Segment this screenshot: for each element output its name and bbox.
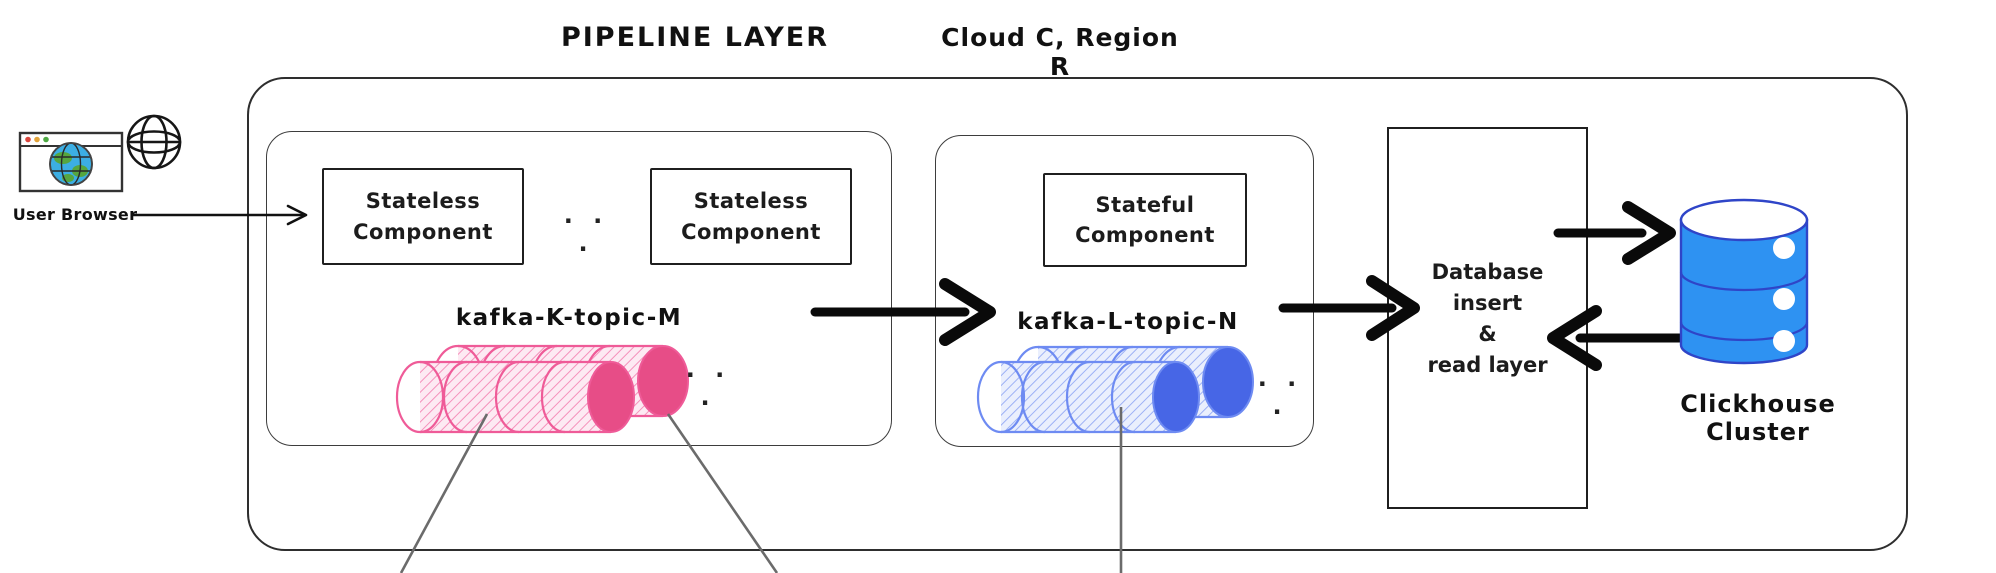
- pipeline-stage2-box: [935, 135, 1314, 447]
- kafka-topic-cylinders-pink: [395, 344, 689, 434]
- kafka-k-topic-m-label: kafka-K-topic-M: [455, 305, 683, 331]
- cloud-region-title: Cloud C, Region R: [941, 23, 1179, 81]
- browser-globe-icon: [49, 142, 93, 186]
- kafka-pink-leader-lines: [399, 413, 779, 573]
- stateful-component-box: Stateful Component: [1043, 173, 1247, 267]
- database-layer-line2: insert: [1452, 291, 1523, 315]
- arrow-stage2-to-database: [1278, 275, 1420, 341]
- database-layer-box: Database insert & read layer: [1387, 127, 1588, 509]
- kafka-topic-cylinders-blue: [976, 345, 1254, 434]
- stateless-component-2-box: Stateless Component: [650, 168, 852, 265]
- arrow-clickhouse-to-database: [1547, 305, 1693, 371]
- kafka-pink-partitions-ellipsis: · · ·: [685, 361, 731, 417]
- database-layer-line1: Database: [1431, 260, 1544, 284]
- pipeline-layer-title: PIPELINE LAYER: [560, 22, 830, 53]
- stateful-component-label: Stateful Component: [1075, 192, 1215, 247]
- cloud-region-container-box: [247, 77, 1908, 551]
- stateless-component-1-label: Stateless Component: [353, 189, 493, 244]
- arrow-user-to-pipeline: [131, 204, 308, 226]
- database-cylinder-icon: [1679, 198, 1809, 365]
- stateless-components-ellipsis: · · ·: [563, 207, 609, 263]
- arrow-database-to-clickhouse: [1553, 201, 1676, 265]
- globe-wireframe-icon: [126, 114, 182, 170]
- arrow-stage1-to-stage2: [810, 278, 996, 346]
- user-browser-label: User Browser: [12, 205, 138, 224]
- pipeline-stage1-box: [266, 131, 892, 446]
- stateless-component-2-label: Stateless Component: [681, 189, 821, 244]
- kafka-l-topic-n-label: kafka-L-topic-N: [1017, 309, 1239, 335]
- database-layer-line3: &: [1478, 322, 1497, 346]
- database-layer-line4: read layer: [1427, 353, 1548, 377]
- browser-window-icon: [18, 131, 124, 193]
- clickhouse-cluster-label: Clickhouse Cluster: [1680, 390, 1836, 446]
- stateless-component-1-box: Stateless Component: [322, 168, 524, 265]
- kafka-blue-partitions-ellipsis: · · ·: [1257, 370, 1303, 426]
